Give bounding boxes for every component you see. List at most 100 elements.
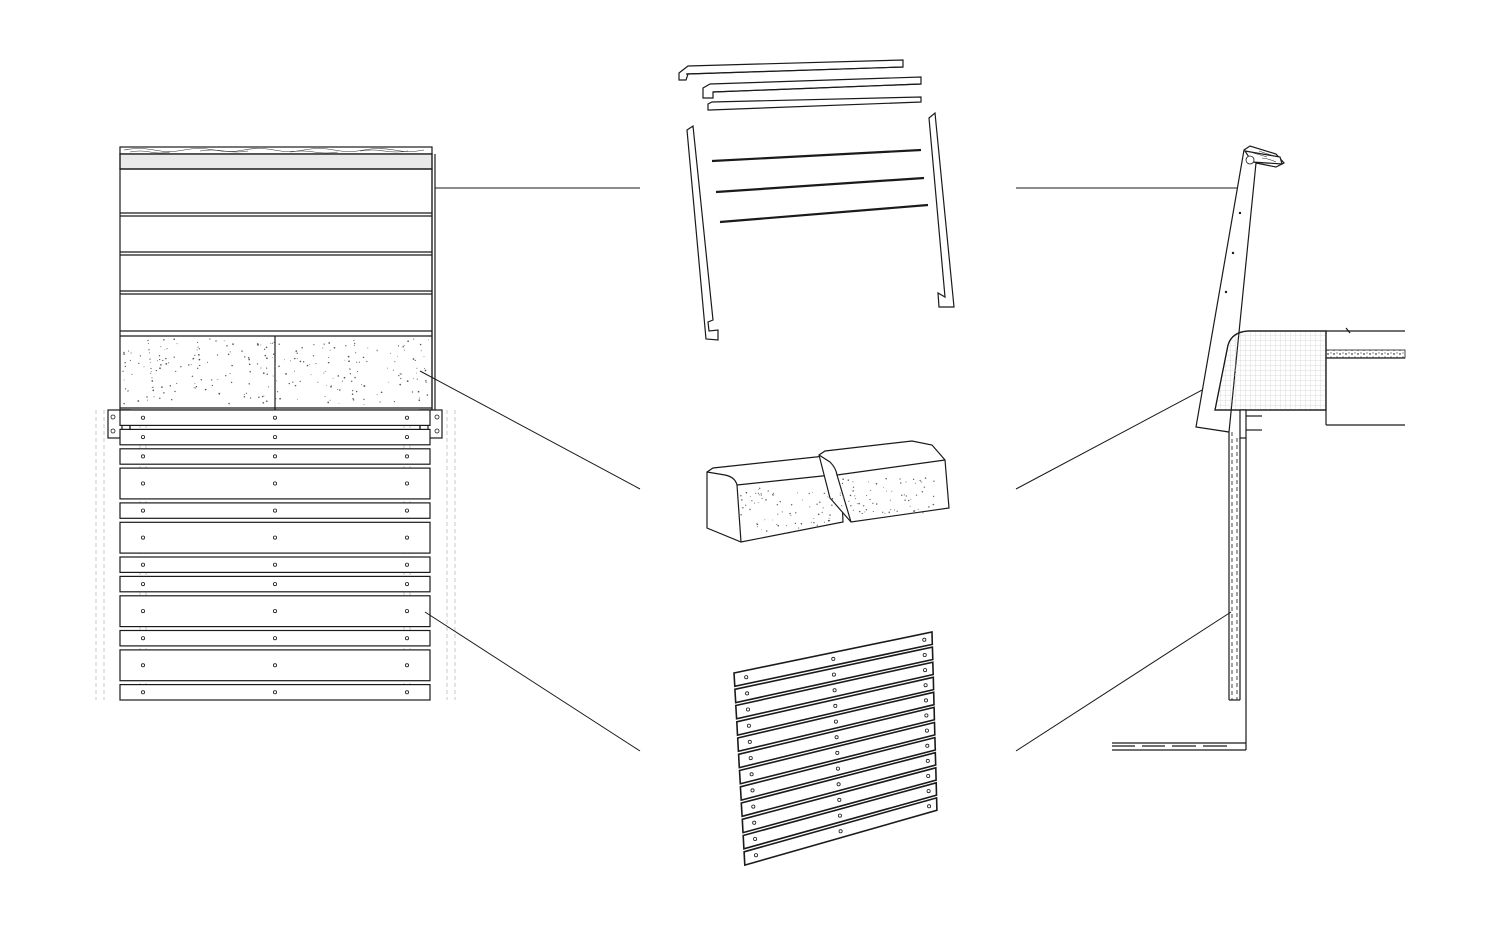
speck: [315, 362, 317, 365]
speck: [841, 505, 843, 507]
speck: [188, 364, 190, 366]
bolt-hole: [140, 690, 145, 695]
speck: [165, 357, 167, 360]
speck: [194, 387, 196, 389]
bolt-hole: [272, 535, 277, 540]
speck: [149, 358, 151, 360]
speck: [839, 494, 841, 496]
speck: [891, 490, 893, 492]
speck: [152, 386, 154, 388]
bolt-hole: [750, 788, 755, 793]
speck: [899, 478, 901, 480]
speck: [801, 499, 803, 501]
bolt-hole: [926, 789, 931, 794]
timber-sheathing-section: [1228, 432, 1247, 750]
speck: [414, 359, 416, 362]
speck: [399, 373, 401, 375]
speck: [424, 367, 426, 369]
speck: [327, 401, 330, 404]
iso-plank: [736, 691, 935, 753]
speck: [363, 385, 366, 387]
speck: [204, 388, 207, 391]
bolt-hole: [140, 435, 145, 440]
speck: [148, 349, 150, 351]
speck: [896, 510, 898, 512]
speck: [173, 356, 175, 358]
speck: [195, 385, 198, 388]
speck: [244, 356, 246, 358]
bolt-hole: [140, 582, 145, 587]
speck: [870, 489, 872, 491]
speck: [761, 529, 762, 531]
speck: [337, 389, 338, 390]
bolt-hole: [140, 663, 145, 668]
bolt-hole: [140, 454, 145, 459]
speck: [349, 368, 351, 370]
speck: [852, 491, 854, 492]
speck: [294, 357, 296, 360]
bolt-hole: [923, 668, 928, 673]
speck: [263, 348, 266, 350]
speck: [176, 343, 178, 345]
speck: [745, 491, 748, 494]
speck: [248, 383, 250, 385]
bolt-hole: [924, 713, 929, 718]
elevation-plank: [119, 428, 431, 446]
iso-plank: [743, 796, 938, 867]
speck: [299, 360, 302, 363]
speck: [908, 499, 910, 502]
handrail-bars: [711, 148, 929, 224]
concrete-speckle: [122, 338, 430, 405]
bolt-hole: [140, 508, 145, 513]
speck: [137, 400, 140, 402]
speck: [819, 501, 821, 503]
speck: [262, 401, 265, 404]
speck: [292, 381, 294, 383]
front-elevation: [95, 146, 641, 752]
speck: [273, 341, 275, 343]
speck: [138, 362, 140, 365]
bolt-hole: [140, 535, 145, 540]
bolt-hole: [754, 853, 759, 858]
iso-plank: [742, 781, 938, 850]
bolt-hole: [404, 582, 409, 587]
speck: [297, 398, 298, 400]
speck: [810, 521, 812, 523]
bolt-hole: [404, 663, 409, 668]
speck: [231, 364, 233, 367]
speck: [419, 343, 422, 346]
speck: [842, 478, 844, 480]
speck: [194, 354, 196, 356]
speck: [268, 386, 270, 388]
speck: [241, 350, 243, 352]
speck: [206, 361, 209, 363]
elevation-plank: [119, 448, 431, 465]
speck: [424, 369, 427, 372]
speck: [322, 347, 324, 349]
speck: [388, 381, 390, 383]
speck: [883, 486, 885, 488]
speck: [151, 380, 154, 382]
speck: [261, 395, 264, 398]
speck: [225, 375, 227, 377]
speck: [795, 512, 797, 514]
bolt-hole: [838, 829, 843, 834]
speck: [160, 346, 162, 348]
speck: [813, 518, 815, 520]
speck: [824, 521, 825, 523]
bolt-hole: [404, 454, 409, 459]
speck: [367, 347, 369, 349]
speck: [764, 519, 766, 521]
leader-planks-left: [424, 611, 641, 752]
speck: [886, 490, 887, 492]
bolt-hole: [272, 481, 277, 486]
speck: [152, 389, 155, 392]
speck: [751, 500, 753, 502]
speck: [166, 348, 168, 350]
speck: [755, 523, 757, 525]
speck: [330, 385, 332, 388]
speck: [164, 349, 166, 351]
speck: [299, 380, 301, 383]
